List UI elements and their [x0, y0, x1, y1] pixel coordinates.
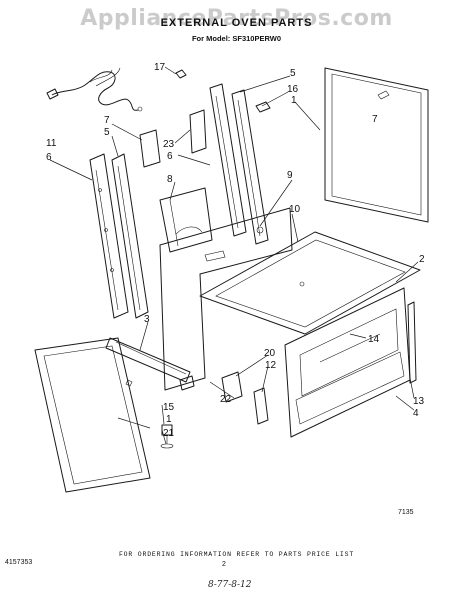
callout-10: 10	[289, 204, 301, 215]
callout-22: 22	[220, 394, 232, 405]
callout-15: 15	[163, 402, 175, 413]
callout-21: 21	[163, 428, 175, 439]
clip-part	[175, 69, 187, 79]
callout-3: 3	[144, 314, 150, 325]
power-cord-part	[46, 67, 143, 112]
callout-7: 7	[104, 115, 110, 126]
screw-part	[125, 379, 133, 387]
callout-20: 20	[264, 348, 276, 359]
callout-5-top: 5	[290, 68, 296, 79]
hinge-bracket-part	[179, 371, 269, 425]
bracket-part	[139, 109, 207, 168]
vent-duct-part	[159, 187, 213, 253]
callout-8: 8	[167, 174, 173, 185]
callout-17: 17	[154, 62, 166, 73]
callout-4: 4	[413, 408, 419, 419]
rear-panel-part	[324, 67, 429, 223]
handwritten-note: 8-77-8-12	[208, 580, 252, 590]
left-side-panel-part	[89, 153, 149, 319]
model-line: For Model: SF310PERW0	[191, 34, 282, 43]
callout-11: 11	[46, 138, 57, 149]
leveling-leg-part	[160, 424, 174, 449]
callout-9: 9	[287, 170, 293, 181]
callout-23: 23	[163, 139, 175, 150]
callout-2: 2	[419, 254, 425, 265]
figure-code: 7135	[398, 509, 414, 516]
document-number: 4157353	[5, 559, 33, 566]
bottom-rail-part	[105, 337, 191, 383]
callout-7-rear: 7	[372, 114, 378, 125]
door-panel-part	[34, 337, 151, 493]
callout-6-center: 6	[167, 151, 173, 162]
leader-lines	[49, 66, 419, 445]
callout-6-left: 6	[46, 152, 52, 163]
callout-16: 16	[287, 84, 299, 95]
page-number: 2	[222, 561, 226, 568]
watermark: AppliancePartsPros.com	[80, 6, 393, 31]
ordering-note: FOR ORDERING INFORMATION REFER TO PARTS …	[118, 551, 355, 558]
callout-1-top: 1	[291, 95, 297, 106]
callout-14: 14	[368, 334, 380, 345]
diagram-title: EXTERNAL OVEN PARTS	[160, 17, 313, 29]
callout-labels: 17 5 16 1 7 5 11 6 23 6 8 9 10 3 2 14 20…	[46, 62, 425, 439]
callout-12: 12	[265, 360, 277, 371]
callout-5-left: 5	[104, 127, 110, 138]
side-trim-part	[407, 301, 417, 384]
callout-1-bottom: 1	[166, 414, 172, 425]
callout-13: 13	[413, 396, 425, 407]
oven-top-part	[199, 231, 421, 335]
oven-body-side-part	[159, 207, 293, 391]
right-side-panel-part	[209, 83, 271, 245]
